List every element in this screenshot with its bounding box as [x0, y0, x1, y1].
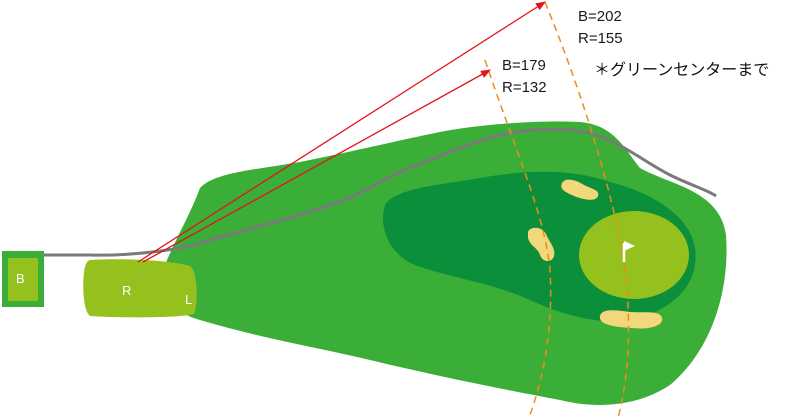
- tee-marker-r: R: [122, 283, 131, 298]
- putting-green: [579, 211, 689, 299]
- distance-far-regular: R=155: [578, 30, 623, 47]
- bunker-left: [528, 227, 555, 262]
- green-center-note: ＊グリーンセンターまで: [594, 60, 769, 79]
- distance-near-regular: R=132: [502, 79, 547, 96]
- bunker-bottom: [599, 310, 663, 329]
- bunker-top: [561, 179, 599, 200]
- flag-icon: [622, 241, 635, 262]
- distance-arc-near: [484, 59, 552, 416]
- back-tee-label: B: [16, 271, 25, 286]
- distance-far-back: B=202: [578, 8, 622, 25]
- shot-line-near: [142, 69, 491, 263]
- shot-line-far: [137, 1, 546, 263]
- cart-path: [44, 128, 717, 257]
- back-tee-box-inner: [8, 258, 38, 301]
- regular-tee-box: [83, 259, 197, 318]
- tee-marker-l: L: [185, 292, 192, 307]
- distance-near-back: B=179: [502, 57, 546, 74]
